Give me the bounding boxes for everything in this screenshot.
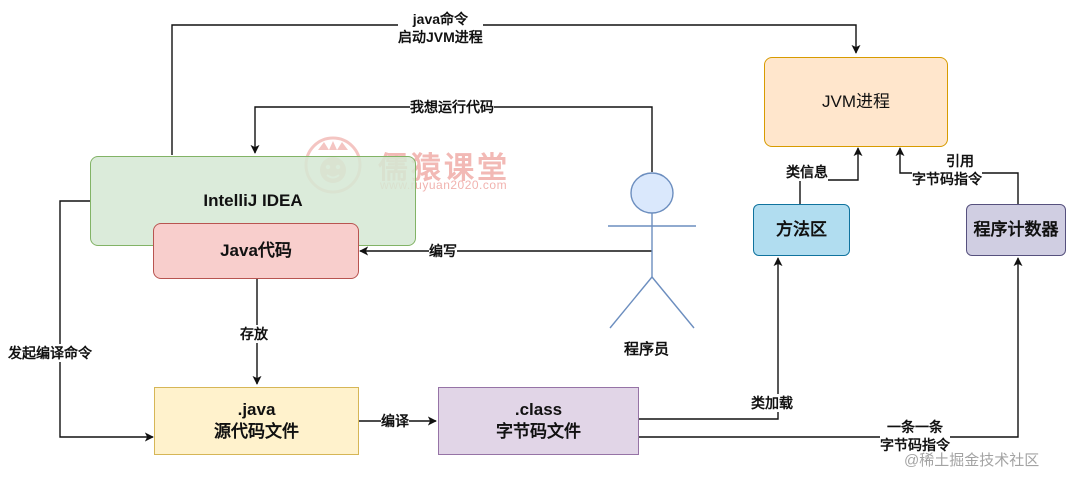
edge-label-bytecode-stream: 一条一条 字节码指令 [880, 418, 950, 455]
edge-label-java-command-line1: java命令 [412, 11, 469, 27]
edge-label-class-load: 类加载 [751, 394, 793, 413]
node-method-area-label: 方法区 [776, 219, 827, 239]
edge-label-compile: 编译 [381, 412, 409, 431]
edge-java-command [171, 24, 861, 155]
node-jvm-process: JVM进程 [764, 57, 948, 147]
node-jvm-label: JVM进程 [822, 91, 890, 111]
footer-watermark: @稀土掘金技术社区 [904, 452, 1040, 469]
node-method-area: 方法区 [753, 204, 850, 256]
programmer-figure-icon [608, 172, 696, 329]
edge-label-reference-line1: 引用 [920, 152, 974, 171]
node-java-file-desc: 源代码文件 [214, 422, 299, 441]
node-idea-label: IntelliJ IDEA [203, 191, 303, 210]
edge-label-reference: 引用 字节码指令 [912, 152, 982, 189]
node-class-bytecode-file: .class 字节码文件 [438, 387, 639, 455]
programmer-label: 程序员 [624, 340, 670, 360]
edge-class-load [639, 257, 783, 420]
node-java-code: Java代码 [153, 223, 359, 279]
node-class-file-desc: 字节码文件 [496, 422, 581, 441]
edge-label-write: 编写 [429, 242, 457, 261]
edge-bytecode-stream [639, 257, 1023, 438]
edge-label-bytecode-stream-line1: 一条一条 [887, 419, 943, 435]
node-program-counter: 程序计数器 [966, 204, 1066, 256]
edge-label-want-run: 我想运行代码 [410, 98, 494, 117]
edge-label-class-info: 类信息 [786, 163, 828, 182]
node-java-source-file: .java 源代码文件 [154, 387, 359, 455]
edge-label-compile-command: 发起编译命令 [8, 344, 92, 363]
edge-label-java-command-line2: 启动JVM进程 [398, 29, 483, 46]
node-program-counter-label: 程序计数器 [973, 219, 1059, 239]
edge-label-store: 存放 [240, 325, 268, 344]
edge-label-java-command: java命令 启动JVM进程 [398, 10, 483, 47]
edge-class-info [799, 147, 863, 205]
node-java-code-label: Java代码 [220, 240, 292, 260]
node-class-file-ext: .class [514, 399, 563, 419]
node-java-file-ext: .java [237, 399, 276, 419]
edge-label-bytecode-stream-line2: 字节码指令 [880, 437, 950, 454]
edge-label-reference-line2: 字节码指令 [912, 170, 982, 189]
node-intellij-idea: IntelliJ IDEA [90, 156, 416, 246]
edge-compile-command [59, 200, 154, 442]
